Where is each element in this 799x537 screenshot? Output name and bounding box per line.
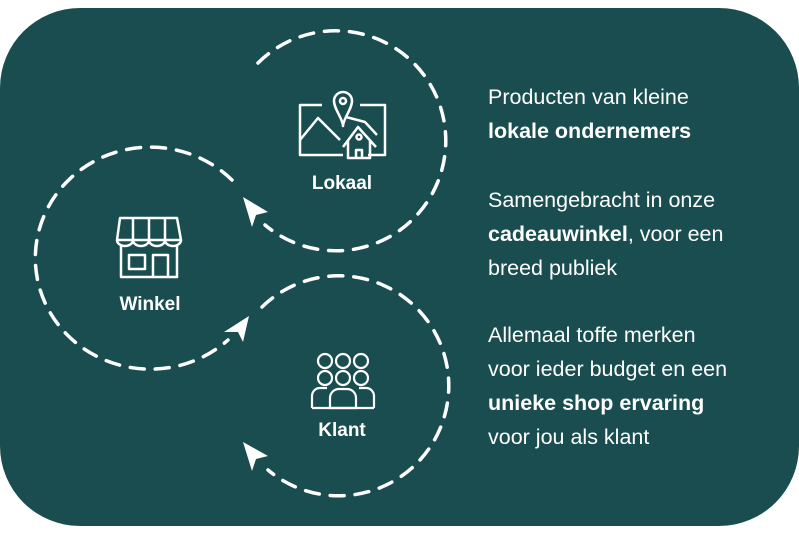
node-label-winkel: Winkel bbox=[119, 294, 181, 315]
text-line: , voor een bbox=[627, 222, 724, 246]
people-group-icon bbox=[310, 352, 376, 410]
map-house-pin-icon bbox=[298, 90, 387, 160]
winkel-dashed-arc bbox=[33, 145, 234, 371]
node-label-klant: Klant bbox=[318, 420, 366, 441]
background-panel bbox=[0, 8, 799, 526]
klant-dashed-arc bbox=[260, 274, 451, 498]
node-label-lokaal: Lokaal bbox=[311, 173, 373, 194]
arrow-icon bbox=[243, 197, 268, 227]
storefront-icon bbox=[115, 216, 183, 279]
bold-text: unieke shop ervaring bbox=[488, 391, 705, 415]
text-line: Samengebracht in onze bbox=[488, 188, 716, 212]
arrow-icon bbox=[224, 316, 249, 342]
text-line: voor ieder budget en een bbox=[488, 357, 728, 381]
paragraph-local: Producten van kleine lokale ondernemers bbox=[488, 80, 691, 148]
paragraph-customer: Allemaal toffe merken voor ieder budget … bbox=[488, 318, 727, 454]
text-line: Allemaal toffe merken bbox=[488, 323, 696, 347]
bold-text: lokale ondernemers bbox=[488, 119, 692, 143]
arrow-icon bbox=[243, 442, 268, 471]
text-line: breed publiek bbox=[488, 256, 618, 280]
text-line: Producten van kleine bbox=[488, 85, 689, 109]
bold-text: cadeauwinkel bbox=[488, 222, 628, 246]
paragraph-shop: Samengebracht in onze cadeauwinkel, voor… bbox=[488, 183, 723, 285]
lokaal-dashed-arc bbox=[256, 29, 448, 253]
text-line: voor jou als klant bbox=[488, 425, 650, 449]
